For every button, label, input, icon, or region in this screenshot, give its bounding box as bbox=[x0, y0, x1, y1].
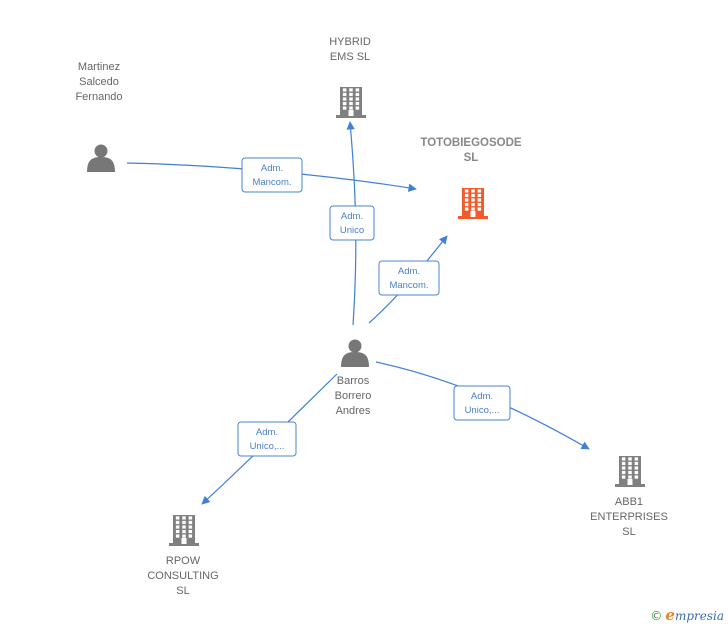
edge-label-text: Adm. bbox=[261, 163, 283, 174]
edge-barros-rpow[interactable]: Adm. Unico,... bbox=[201, 373, 338, 505]
empresia-brand[interactable]: ©empresia bbox=[650, 606, 724, 624]
node-label: RPOW bbox=[166, 555, 201, 567]
node-label: SL bbox=[176, 585, 189, 597]
edges-layer: Adm.Mancom.Adm.UnicoAdm.Mancom.Adm.Unico… bbox=[126, 121, 590, 505]
node-label: Salcedo bbox=[79, 76, 119, 88]
edge-martinez-totobiego[interactable]: Adm. Mancom. bbox=[126, 157, 417, 193]
edge-barros-hybrid[interactable]: Adm. Unico bbox=[329, 121, 375, 326]
node-label: ENTERPRISES bbox=[590, 511, 668, 523]
node-label: HYBRID bbox=[329, 36, 371, 48]
node-hybrid[interactable]: HYBRID EMS SL bbox=[329, 36, 371, 118]
building-icon bbox=[169, 515, 199, 546]
edge-label-text: Adm. bbox=[341, 211, 363, 222]
edge-label-box[interactable] bbox=[237, 421, 297, 457]
edge-label-box[interactable] bbox=[241, 157, 303, 193]
edge-label-text: Adm. bbox=[256, 427, 278, 438]
node-rpow[interactable]: RPOW CONSULTING SL bbox=[147, 515, 219, 597]
node-label: Andres bbox=[336, 405, 371, 417]
node-label: SL bbox=[464, 152, 479, 164]
edge-label-text: Mancom. bbox=[252, 177, 291, 188]
building-icon bbox=[336, 87, 366, 118]
edge-label-box[interactable] bbox=[378, 260, 440, 296]
node-label: ABB1 bbox=[615, 496, 643, 508]
edge-label-text: Adm. bbox=[471, 391, 493, 402]
edge-label-text: Unico,... bbox=[250, 441, 285, 452]
node-label: CONSULTING bbox=[147, 570, 218, 582]
edge-barros-abb1[interactable]: Adm. Unico,... bbox=[375, 361, 590, 450]
brand-initial: e bbox=[665, 606, 675, 624]
edge-label-text: Adm. bbox=[398, 266, 420, 277]
edge-label-box[interactable] bbox=[329, 205, 375, 241]
person-icon bbox=[87, 144, 115, 172]
node-totobiego[interactable]: TOTOBIEGOSODE SL bbox=[420, 137, 522, 219]
edge-label-box[interactable] bbox=[453, 385, 511, 421]
building-icon bbox=[458, 188, 488, 219]
node-label: EMS SL bbox=[330, 51, 370, 63]
node-label: TOTOBIEGOSODE bbox=[420, 137, 522, 149]
node-label: Fernando bbox=[75, 91, 122, 103]
building-icon bbox=[615, 456, 645, 487]
person-icon bbox=[341, 339, 369, 367]
edge-label-text: Unico bbox=[340, 225, 364, 236]
edge-label-text: Unico,... bbox=[465, 405, 500, 416]
node-label: Barros bbox=[337, 375, 370, 387]
edge-label-text: Mancom. bbox=[389, 280, 428, 291]
edge-barros-totobiego[interactable]: Adm. Mancom. bbox=[368, 235, 448, 324]
node-label: SL bbox=[622, 526, 635, 538]
node-label: Borrero bbox=[335, 390, 372, 402]
copyright-symbol: © bbox=[650, 609, 663, 623]
node-label: Martinez bbox=[78, 61, 120, 73]
brand-name: mpresia bbox=[674, 609, 724, 623]
